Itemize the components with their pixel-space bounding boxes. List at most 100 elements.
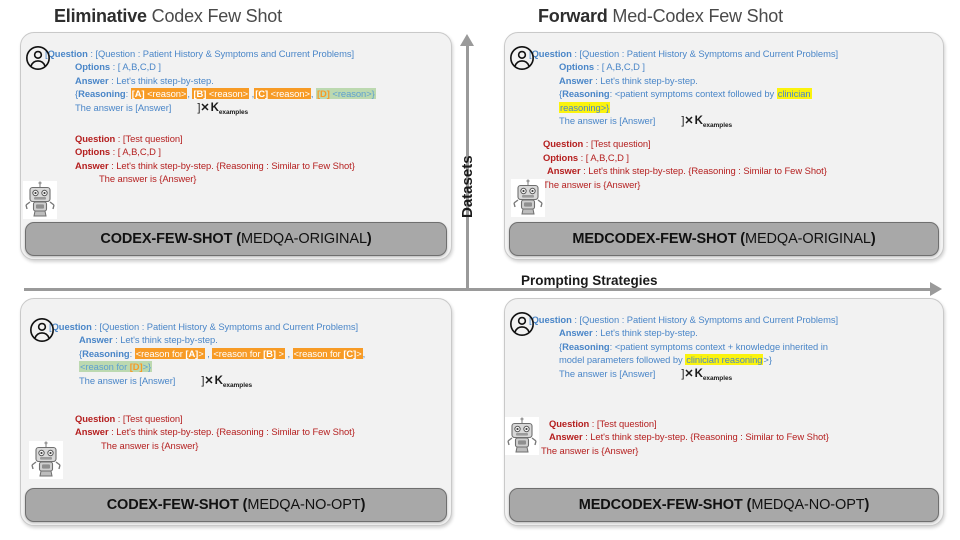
panel-codex-few-shot-medqa-original[interactable]: [Question : [Question : Patient History … — [20, 32, 452, 260]
fewshot-final-text: The answer is [Answer] — [559, 367, 656, 379]
test-answer-value: : Let's think step-by-step. {Reasoning :… — [582, 431, 829, 443]
reason-segment-c: <reason for [C]> — [292, 347, 363, 359]
reason-post-b: > — [275, 347, 284, 359]
reason-sep-a: , — [187, 88, 193, 100]
answer-value: : Let's think step-by-step. — [592, 327, 698, 339]
panel-medcodex-few-shot-medqa-original[interactable]: [Question : [Question : Patient History … — [504, 32, 944, 260]
reason-sep-d: } — [148, 361, 152, 373]
test-question-line: Question : [Test question] — [31, 132, 441, 145]
test-options-line: Options : [ A,B,C,D ] — [31, 145, 441, 158]
reason-post-a: > — [198, 347, 204, 359]
reason-text-d: <reason> — [329, 88, 372, 100]
fewshot-question-line: [Question : [Question : Patient History … — [515, 313, 933, 326]
reason-text-b: <reason> — [206, 88, 249, 100]
test-question-line: Question : [Test question] — [515, 137, 933, 150]
k-multiply-sign: ✕ — [684, 367, 695, 380]
answer-value: : Let's think step-by-step. — [112, 334, 218, 346]
fewshot-reasoning-line: {Reasoning: <patient symptoms context fo… — [515, 87, 933, 100]
prompting-strategies-axis-line — [24, 288, 934, 291]
user-avatar-icon — [30, 318, 54, 342]
reason-key-b: [B] — [193, 88, 207, 100]
reason-sep-c: , — [310, 88, 316, 100]
k-examples-annotation: ]✕Kexamples — [201, 375, 252, 392]
k-close-bracket: ] — [681, 367, 685, 380]
fewshot-answer-line: Answer : Let's think step-by-step. — [31, 74, 441, 87]
open-bracket: [ — [529, 48, 532, 59]
question-label: Question — [531, 48, 572, 59]
test-final-line: The answer is {Answer} — [541, 444, 639, 456]
banner-text-top-left: CODEX-FEW-SHOT (MEDQA-ORIGINAL) — [100, 231, 371, 247]
reason-text-c: <reason> — [268, 88, 310, 100]
test-question-label: Question — [549, 418, 590, 430]
reason-segment-b: [B] <reason> — [192, 88, 250, 100]
k-subscript: examples — [702, 122, 733, 130]
banner-text-bottom-right: MEDCODEX-FEW-SHOT (MEDQA-NO-OPT) — [579, 497, 870, 513]
quadrant-title-top-right-strong: Forward — [538, 6, 608, 26]
test-final-line: The answer is {Answer} — [99, 173, 197, 185]
fewshot-reasoning-line: {Reasoning: [A] <reason>, [B] <reason> ,… — [31, 87, 441, 100]
quadrant-title-top-right: Forward Med-Codex Few Shot — [538, 6, 783, 27]
prompting-strategies-axis-label: Prompting Strategies — [518, 273, 661, 288]
banner-bold-top-left: CODEX-FEW-SHOT ( — [100, 231, 242, 247]
reason-key-a: [A] — [131, 88, 145, 100]
fewshot-reasoning-line-2: <reason for [D]>} — [31, 360, 441, 373]
fewshot-answer-line: Answer : Let's think step-by-step. — [31, 333, 441, 346]
robot-avatar-icon — [505, 417, 539, 455]
fewshot-reasoning-line: {Reasoning: <patient symptoms context + … — [515, 340, 933, 353]
panel-medcodex-few-shot-medqa-no-opt[interactable]: [Question : [Question : Patient History … — [504, 298, 944, 526]
open-bracket: [ — [529, 314, 532, 325]
reason-sep-d: } — [371, 88, 375, 100]
test-options-label: Options — [75, 146, 111, 158]
test-question-line: Question : [Test question] — [31, 412, 441, 425]
reasoning-label: Reasoning — [562, 340, 610, 352]
reasoning-plain-2: model parameters followed by — [559, 354, 686, 366]
test-answer-line: Answer : Let's think step-by-step. {Reas… — [31, 425, 441, 438]
k-examples-annotation: ]✕Kexamples — [681, 115, 732, 132]
k-letter: K — [210, 101, 219, 114]
test-options-value: : [ A,B,C,D ] — [110, 146, 161, 158]
question-label: Question — [531, 314, 572, 325]
test-question-label: Question — [75, 133, 116, 145]
reasoning-label: Reasoning — [82, 347, 130, 359]
test-question-value: : [Test question] — [115, 133, 183, 145]
fewshot-final-line: The answer is [Answer]]✕Kexamples — [515, 114, 933, 132]
question-label: Question — [47, 48, 88, 59]
banner-dataset-top-right: MEDQA-ORIGINAL — [744, 231, 871, 247]
user-avatar-icon — [510, 46, 534, 70]
reason-post-c: > — [356, 347, 362, 359]
fewshot-final-line: The answer is [Answer]]✕Kexamples — [31, 101, 441, 119]
reasoning-plain-text: <patient symptoms context followed by — [614, 88, 777, 100]
k-subscript: examples — [702, 374, 733, 382]
question-value: : [Question : Patient History & Symptoms… — [571, 48, 839, 59]
reasoning-tail: >} — [763, 354, 772, 366]
answer-label: Answer — [559, 327, 593, 339]
test-answer-label: Answer — [549, 431, 583, 443]
test-options-label: Options — [543, 151, 579, 163]
reason-key-a: [A] — [185, 347, 199, 359]
question-label: Question — [51, 321, 92, 332]
fewshot-reasoning-line-2: model parameters followed by clinician r… — [515, 353, 933, 366]
reason-sep-a: , — [204, 347, 213, 359]
answer-value: : Let's think step-by-step. — [108, 74, 214, 86]
options-value: : [ A,B,C,D ] — [110, 61, 161, 73]
banner-close-bottom-right: ) — [864, 497, 870, 513]
fewshot-options-line: Options : [ A,B,C,D ] — [515, 60, 933, 73]
reason-key-c: [C] — [255, 88, 269, 100]
robot-avatar-icon — [23, 181, 57, 219]
banner-close-top-left: ) — [366, 231, 372, 247]
fewshot-final-text: The answer is [Answer] — [75, 101, 172, 113]
test-question-value: : [Test question] — [589, 418, 657, 430]
panel-codex-few-shot-medqa-no-opt[interactable]: [Question : [Question : Patient History … — [20, 298, 452, 526]
fewshot-question-line: [Question : [Question : Patient History … — [515, 47, 933, 60]
quadrant-title-top-left-rest: Codex Few Shot — [146, 6, 282, 26]
reason-pre-b: <reason for — [213, 347, 264, 359]
open-bracket: [ — [49, 321, 52, 332]
k-subscript: examples — [218, 108, 249, 116]
fewshot-question-line: [Question : [Question : Patient History … — [31, 47, 441, 60]
user-avatar-icon — [26, 46, 50, 70]
banner-dataset-bottom-right: MEDQA-NO-OPT — [751, 497, 865, 513]
banner-close-bottom-left: ) — [360, 497, 366, 513]
reason-key-d: [D] — [316, 88, 330, 100]
reason-segment-a: <reason for [A]> — [134, 347, 205, 359]
